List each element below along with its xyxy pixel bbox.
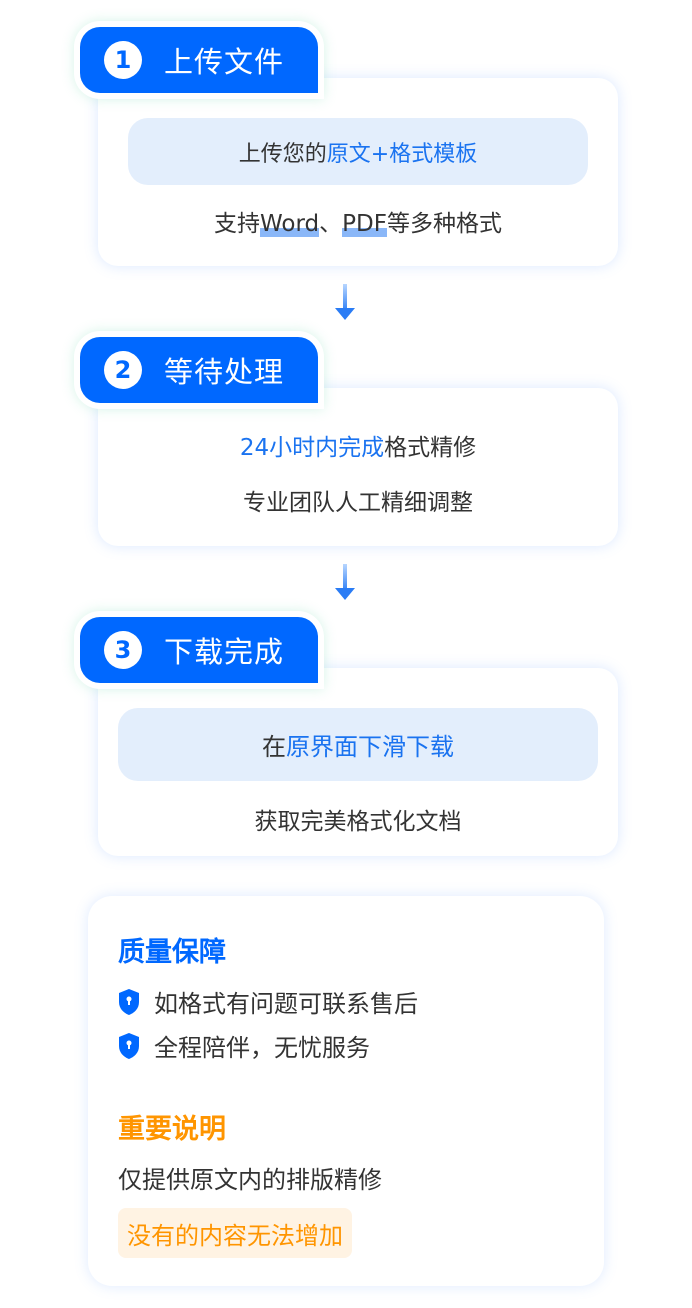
upload-instruction-pill: 上传您的原文+格式模板 (128, 118, 588, 185)
shield-icon (119, 988, 139, 1015)
notice-warning: 没有的内容无法增加 (118, 1208, 352, 1258)
text: 、 (319, 211, 343, 237)
quality-notice-card: 质量保障 如格式有问题可联系售后 全程陪伴，无忧服务 重要说明 仅提供原文内的排… (88, 896, 604, 1286)
step-number: 3 (104, 631, 142, 669)
download-instruction-pill: 在原界面下滑下载 (118, 708, 598, 781)
notice-text: 仅提供原文内的排版精修 (118, 1166, 382, 1194)
step-title: 上传文件 (164, 45, 285, 79)
step-3-badge: 3 下载完成 (74, 611, 324, 689)
supported-formats: 支持Word、PDF等多种格式 (98, 204, 618, 238)
shield-icon (119, 1032, 139, 1059)
step-3-card: 在原界面下滑下载 获取完美格式化文档 (98, 668, 618, 856)
quality-item: 全程陪伴，无忧服务 (118, 1028, 370, 1063)
step-2-card: 24小时内完成格式精修 专业团队人工精细调整 (98, 388, 618, 546)
turnaround-line: 24小时内完成格式精修 (98, 428, 618, 462)
pill-highlight: 原文+格式模板 (326, 141, 478, 167)
quality-item-text: 全程陪伴，无忧服务 (154, 1034, 370, 1062)
arrow-down-icon (335, 284, 355, 320)
format-word: Word (260, 211, 320, 237)
turnaround-highlight: 24小时内完成 (239, 435, 385, 461)
step-title: 下载完成 (164, 635, 285, 669)
pill-text: 上传您的 (238, 141, 327, 167)
quality-item-text: 如格式有问题可联系售后 (154, 990, 418, 1018)
notice-title: 重要说明 (118, 1114, 226, 1145)
step-1-card: 上传您的原文+格式模板 支持Word、PDF等多种格式 (98, 78, 618, 266)
text: 格式精修 (384, 435, 477, 461)
step-number: 1 (104, 41, 142, 79)
team-line: 专业团队人工精细调整 (243, 490, 473, 516)
step-title: 等待处理 (164, 355, 285, 389)
result-line: 获取完美格式化文档 (254, 809, 462, 835)
format-pdf: PDF (342, 211, 387, 237)
step-2-badge: 2 等待处理 (74, 331, 324, 409)
text: 等多种格式 (386, 211, 502, 237)
quality-item: 如格式有问题可联系售后 (118, 984, 418, 1019)
pill-highlight: 原界面下滑下载 (286, 733, 454, 761)
pill-text: 在 (262, 733, 286, 761)
step-1-badge: 1 上传文件 (74, 21, 324, 99)
quality-title: 质量保障 (118, 937, 226, 968)
step-number: 2 (104, 351, 142, 389)
arrow-down-icon (335, 564, 355, 600)
text: 支持 (214, 211, 261, 237)
